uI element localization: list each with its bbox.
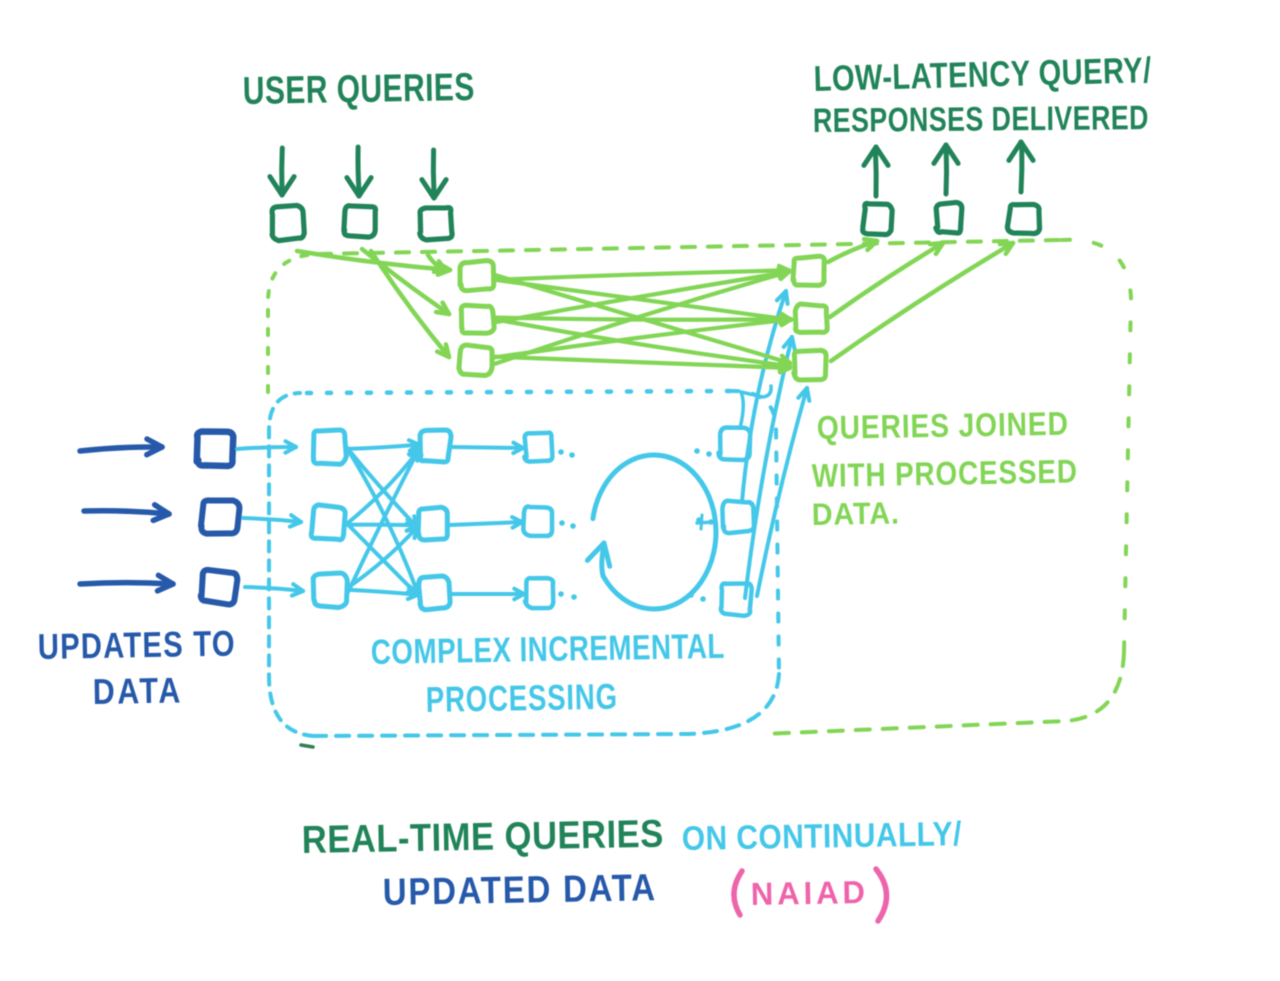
svg-text:UPDATED DATA: UPDATED DATA: [382, 867, 657, 914]
svg-text:COMPLEX INCREMENTAL: COMPLEX INCREMENTAL: [370, 627, 725, 672]
svg-text:ON CONTINUALLY/: ON CONTINUALLY/: [681, 815, 962, 858]
svg-text:REAL-TIME QUERIES: REAL-TIME QUERIES: [301, 813, 664, 862]
svg-text:DATA: DATA: [92, 669, 183, 712]
svg-text:RESPONSES DELIVERED: RESPONSES DELIVERED: [813, 99, 1149, 140]
svg-text:DATA.: DATA.: [812, 495, 901, 532]
svg-text:QUERIES JOINED: QUERIES JOINED: [816, 405, 1069, 446]
svg-text:WITH PROCESSED: WITH PROCESSED: [811, 452, 1078, 494]
svg-text:PROCESSING: PROCESSING: [425, 676, 618, 720]
svg-text:NAIAD: NAIAD: [750, 874, 869, 912]
svg-text:USER QUERIES: USER QUERIES: [242, 66, 475, 113]
svg-text:UPDATES TO: UPDATES TO: [37, 623, 236, 667]
svg-text:LOW-LATENCY QUERY/: LOW-LATENCY QUERY/: [813, 49, 1152, 99]
